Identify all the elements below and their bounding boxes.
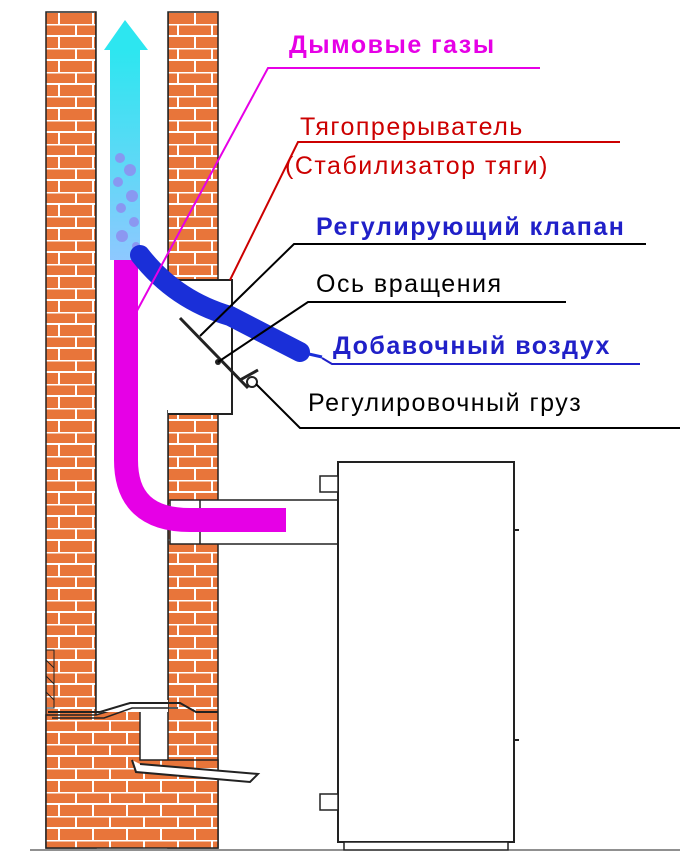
arrow-up-icon — [104, 20, 148, 50]
label-draft-breaker: Тягопрерыватель — [300, 113, 524, 141]
leader-rotation-axis — [217, 301, 566, 363]
leader-lines — [131, 67, 680, 429]
flue-gas-flow — [114, 255, 286, 532]
label-rotation-axis: Ось вращения — [316, 270, 503, 298]
leader-draft-breaker — [229, 141, 620, 281]
label-control-weight: Регулировочный груз — [308, 389, 582, 417]
chimney-right-wall — [167, 11, 219, 849]
chimney-ash-pit — [45, 649, 218, 719]
chimney-left-wall — [45, 11, 97, 849]
cleanout-door — [131, 759, 261, 784]
control-valve-flap — [178, 316, 259, 390]
label-extra-air: Добавочный воздух — [333, 332, 611, 360]
leader-flue-gases — [131, 67, 540, 321]
leader-extra-air — [321, 357, 640, 365]
label-draft-stabilizer: (Стабилизатор тяги) — [285, 152, 549, 180]
label-flue-gases: Дымовые газы — [289, 31, 496, 59]
boiler — [319, 461, 519, 851]
leader-control-valve — [199, 243, 646, 337]
label-control-valve: Регулирующий клапан — [316, 213, 625, 241]
extra-air-flow — [130, 245, 323, 362]
smoke-column — [104, 20, 148, 260]
control-weight — [246, 376, 258, 388]
leader-control-weight — [255, 383, 680, 429]
